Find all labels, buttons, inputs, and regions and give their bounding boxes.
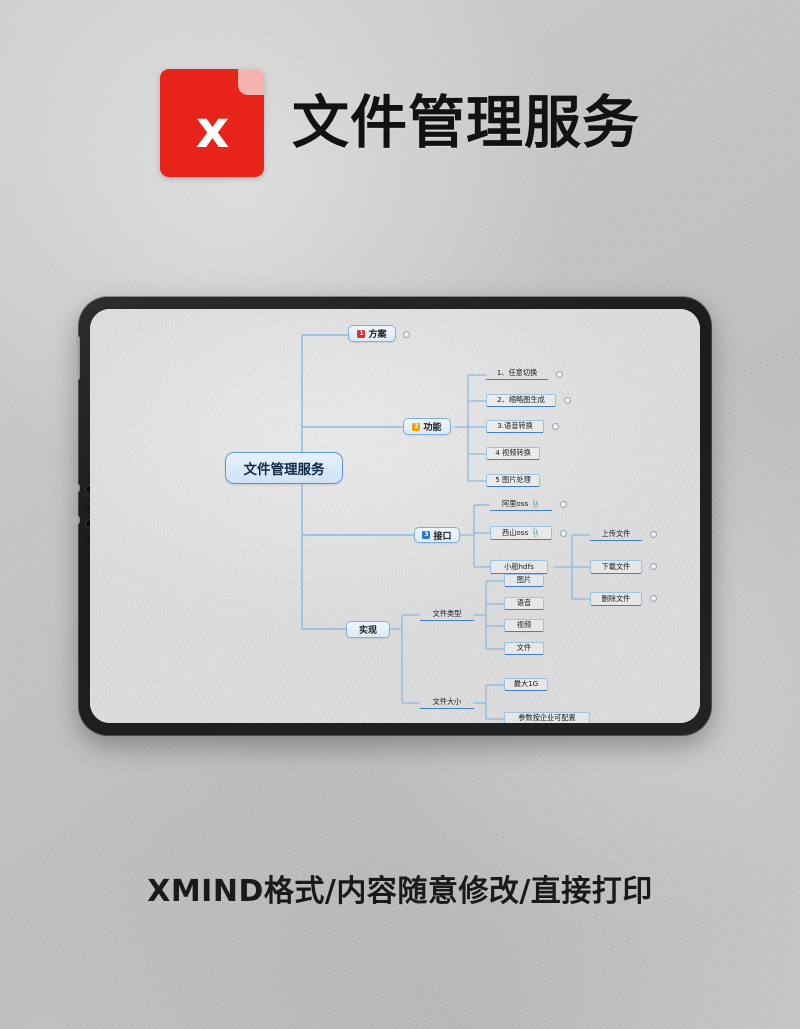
file-size-configurable-label: 参数按企业可配置	[518, 713, 576, 722]
file-size-max-label: 最大1G	[513, 679, 539, 688]
function-item-2-label: 2、缩略图生成	[497, 395, 545, 404]
function-item-3-label: 3.语音转换	[497, 421, 533, 430]
paperclip-icon: 📎	[529, 526, 542, 539]
volume-down-button[interactable]	[75, 516, 80, 524]
central-node-label: 文件管理服务	[243, 462, 325, 478]
file-size-max[interactable]: 最大1G	[504, 678, 548, 691]
file-fold-corner	[238, 69, 264, 95]
interface-item-xishan-oss[interactable]: 西山oss 📎	[490, 526, 552, 540]
hdfs-op-delete-label: 删除文件	[601, 593, 631, 603]
volume-up-button[interactable]	[75, 484, 80, 492]
camera-dot	[86, 486, 93, 493]
mindmap-connectors	[294, 334, 590, 720]
branch-badge-3: 3	[422, 531, 431, 539]
function-item-4-label: 4 视频转换	[495, 448, 531, 457]
impl-group-file-size[interactable]: 文件大小	[420, 696, 474, 709]
interface-item-hdfs[interactable]: 小船hdfs	[490, 560, 548, 574]
canvas-background	[90, 309, 700, 723]
function-item-5-label: 5 图片处理	[495, 475, 531, 484]
collapse-toggle-aliyun[interactable]	[560, 501, 567, 508]
paperclip-icon: 📎	[529, 497, 542, 510]
page-title: 文件管理服务	[292, 89, 640, 156]
collapse-toggle-fn2[interactable]	[564, 397, 571, 404]
file-size-configurable[interactable]: 参数按企业可配置	[504, 712, 590, 723]
power-button[interactable]	[75, 336, 80, 380]
branch-badge-2: 2	[412, 422, 421, 431]
file-type-video[interactable]: 视频	[504, 619, 544, 632]
interface-item-aliyun-oss[interactable]: 阿里oss 📎	[490, 498, 552, 511]
collapse-toggle-delete[interactable]	[650, 595, 657, 602]
branch-label-gongneng: 功能	[423, 423, 442, 433]
collapse-toggle-download[interactable]	[650, 563, 657, 570]
file-type-audio-label: 语音	[516, 598, 532, 607]
collapse-toggle-fn3[interactable]	[552, 423, 559, 430]
file-type-image-label: 图片	[516, 575, 532, 584]
tablet-screen: 文件管理服务 1 方案 2 功能 1、任意切换 2、缩略图生成 3.语音转换 4…	[90, 309, 700, 723]
interface-item-hdfs-label: 小船hdfs	[504, 561, 534, 571]
function-item-2[interactable]: 2、缩略图生成	[486, 394, 556, 407]
xmind-file-icon: x	[160, 69, 264, 177]
impl-group-file-type[interactable]: 文件类型	[420, 608, 474, 621]
mindmap-branch-jiekou[interactable]: 3 接口	[414, 527, 460, 543]
interface-item-xishan-oss-label: 西山oss	[502, 527, 529, 537]
canvas-texture	[90, 309, 700, 723]
interface-item-aliyun-oss-label: 阿里oss	[502, 498, 529, 508]
file-type-document[interactable]: 文件	[504, 642, 544, 655]
collapse-toggle-fangan[interactable]	[403, 331, 410, 338]
file-type-audio[interactable]: 语音	[504, 597, 544, 610]
hdfs-op-download[interactable]: 下载文件	[590, 560, 642, 574]
collapse-toggle-xishan[interactable]	[560, 530, 567, 537]
xmind-x-glyph: x	[195, 100, 230, 160]
collapse-toggle-fn1[interactable]	[556, 371, 563, 378]
hdfs-op-upload[interactable]: 上传文件	[590, 528, 642, 541]
tablet-frame: 文件管理服务 1 方案 2 功能 1、任意切换 2、缩略图生成 3.语音转换 4…	[75, 296, 712, 736]
collapse-toggle-upload[interactable]	[650, 531, 657, 538]
function-item-1-label: 1、任意切换	[496, 368, 538, 377]
function-item-3[interactable]: 3.语音转换	[486, 420, 544, 433]
branch-badge-1: 1	[357, 329, 366, 338]
branch-label-fangan: 方案	[368, 330, 387, 340]
file-type-video-label: 视频	[516, 620, 532, 629]
hdfs-op-download-label: 下载文件	[601, 561, 631, 571]
file-type-image[interactable]: 图片	[504, 574, 544, 587]
file-type-document-label: 文件	[516, 643, 532, 652]
function-item-1[interactable]: 1、任意切换	[486, 368, 548, 380]
mindmap-central-node[interactable]: 文件管理服务	[225, 452, 343, 484]
function-item-5[interactable]: 5 图片处理	[486, 474, 540, 487]
branch-label-jiekou: 接口	[433, 531, 452, 542]
mindmap-branch-fangan[interactable]: 1 方案	[348, 325, 396, 342]
bottom-caption: XMIND格式/内容随意修改/直接打印	[147, 874, 653, 909]
function-item-4[interactable]: 4 视频转换	[486, 447, 540, 460]
mindmap-branch-gongneng[interactable]: 2 功能	[403, 418, 451, 435]
branch-label-shixian: 实现	[358, 626, 377, 636]
impl-group-file-type-label: 文件类型	[432, 608, 462, 618]
hdfs-op-delete[interactable]: 删除文件	[590, 592, 642, 606]
microphone-dot	[86, 520, 93, 527]
page-header: x 文件管理服务	[0, 58, 800, 188]
impl-group-file-size-label: 文件大小	[432, 696, 462, 706]
hdfs-op-upload-label: 上传文件	[601, 528, 631, 538]
mindmap-branch-shixian[interactable]: 实现	[346, 621, 390, 638]
